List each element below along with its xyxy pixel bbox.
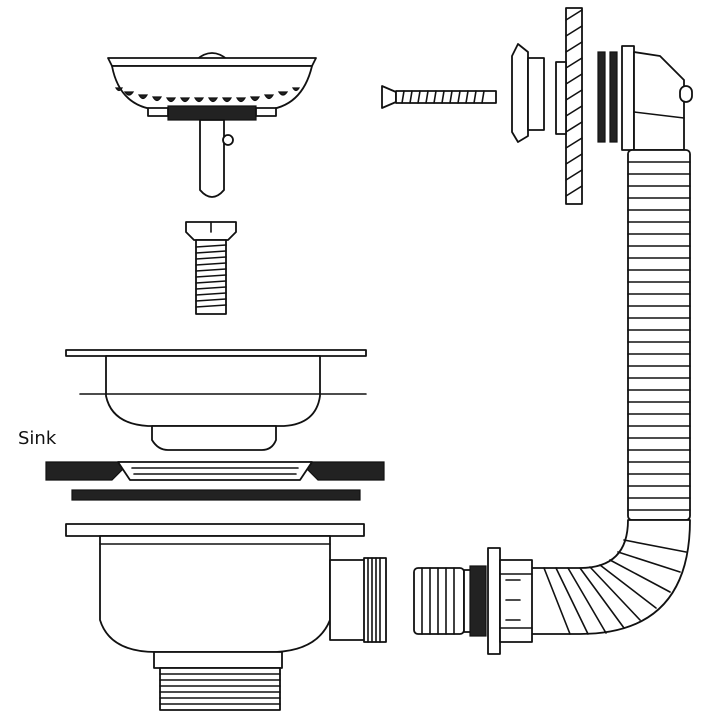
- sink-wall: [555, 7, 583, 205]
- overflow-gaskets: [597, 51, 618, 143]
- lower-gasket: [71, 489, 361, 501]
- sink-label: Sink: [18, 428, 57, 449]
- drain-body: [65, 523, 387, 711]
- overflow-screw: [381, 85, 497, 109]
- overflow-body: [621, 45, 693, 151]
- overflow-pipe: [529, 149, 691, 635]
- strainer-basket: [107, 52, 317, 198]
- upper-gasket: [45, 461, 385, 481]
- hose-connector: [413, 547, 533, 655]
- sink-flange: [65, 349, 367, 451]
- overflow-cover: [511, 43, 545, 143]
- center-screw: [185, 221, 237, 315]
